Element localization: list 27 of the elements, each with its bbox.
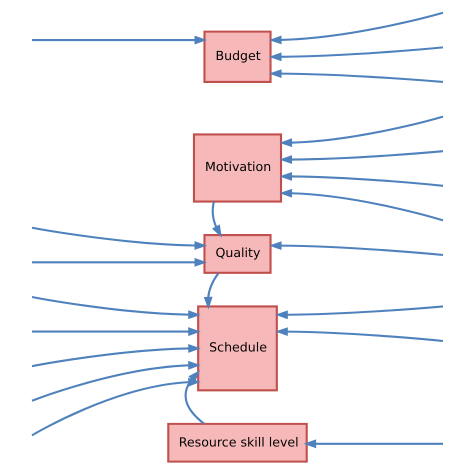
arrow (303, 439, 442, 448)
arrow (32, 327, 200, 336)
arrow (32, 258, 207, 267)
node-box: Motivation (192, 133, 282, 203)
arrow (278, 116, 443, 148)
arrow (268, 241, 443, 256)
arrow (268, 46, 443, 62)
arrow (31, 296, 200, 320)
arrow (274, 305, 443, 320)
node-box: Resource skill level (166, 422, 308, 463)
arrow (31, 226, 207, 250)
arrow (184, 370, 204, 424)
arrow (268, 12, 443, 44)
node-box: Budget (202, 30, 272, 84)
arrow (203, 272, 219, 310)
arrow (211, 202, 222, 238)
arrow (30, 370, 200, 436)
arrow (274, 327, 443, 342)
arrow (278, 188, 443, 222)
arrow (31, 360, 200, 402)
node-box: Schedule (196, 305, 278, 392)
arrow (268, 69, 443, 83)
node-box: Quality (202, 234, 272, 274)
arrow (278, 172, 443, 187)
arrow (32, 36, 207, 44)
arrow (31, 344, 200, 368)
arrow (278, 150, 443, 164)
